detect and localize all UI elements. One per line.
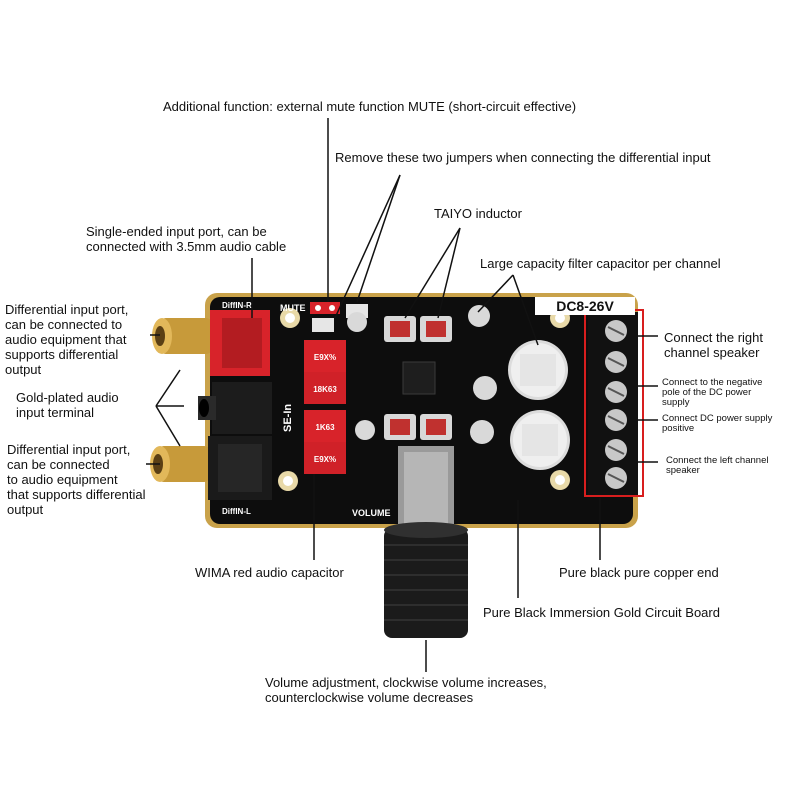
amplifier-chip bbox=[402, 361, 436, 395]
rca-jack-left bbox=[150, 436, 272, 500]
volume-knob bbox=[384, 522, 468, 638]
terminal-block bbox=[588, 312, 638, 496]
small-capacitor bbox=[473, 376, 497, 400]
dc-voltage-label: DC8-26V bbox=[556, 298, 614, 314]
audio-jack-3-5mm bbox=[198, 382, 272, 434]
mute-jumper bbox=[310, 302, 340, 314]
callout-single-ended: Single-ended input port, can be connecte… bbox=[86, 224, 287, 254]
small-capacitor bbox=[468, 305, 490, 327]
callout-taiyo: TAIYO inductor bbox=[434, 206, 522, 221]
diffin-l-label: DiffIN-L bbox=[222, 507, 251, 516]
dc-label-box bbox=[535, 297, 635, 315]
wima-capacitor bbox=[304, 410, 346, 442]
callout-lines bbox=[146, 118, 658, 672]
small-capacitor bbox=[355, 420, 375, 440]
callout-gold-plated: Gold-plated audio input terminal bbox=[16, 390, 119, 420]
wima-capacitor bbox=[304, 372, 346, 404]
cap-label: E9X% bbox=[314, 353, 336, 362]
callout-dc-positive: Connect DC power supply positive bbox=[662, 413, 773, 434]
filter-capacitor bbox=[508, 340, 568, 400]
callout-copper-end: Pure black pure copper end bbox=[559, 565, 719, 580]
jumper bbox=[312, 318, 334, 332]
callout-right-speaker: Connect the right channel speaker bbox=[664, 330, 764, 360]
callout-filter-capacitor: Large capacity filter capacitor per chan… bbox=[480, 256, 721, 271]
taiyo-inductor bbox=[384, 316, 452, 342]
cap-label: 18K63 bbox=[313, 385, 337, 394]
wima-capacitor bbox=[304, 340, 346, 372]
volume-label: VOLUME bbox=[352, 508, 391, 518]
taiyo-inductor bbox=[384, 414, 452, 440]
callout-wima: WIMA red audio capacitor bbox=[195, 565, 344, 580]
callout-mute: Additional function: external mute funct… bbox=[163, 99, 577, 114]
wima-capacitor bbox=[304, 442, 346, 474]
terminal-screw bbox=[605, 320, 627, 489]
rca-jack-right bbox=[152, 310, 270, 376]
callout-diff-input-top: Differential input port, can be connecte… bbox=[5, 302, 129, 377]
se-in-label: SE-In bbox=[282, 404, 294, 432]
filter-capacitor bbox=[510, 410, 570, 470]
mute-label: MUTE bbox=[280, 303, 306, 313]
callout-negative-pole: Connect to the negative pole of the DC p… bbox=[662, 377, 763, 408]
callout-left-speaker: Connect the left channel speaker bbox=[666, 455, 769, 476]
diffin-r-label: DiffIN-R bbox=[222, 301, 252, 310]
callout-circuit-board: Pure Black Immersion Gold Circuit Board bbox=[483, 605, 720, 620]
callout-diff-input-bottom: Differential input port, can be connecte… bbox=[7, 442, 146, 517]
callout-jumpers: Remove these two jumpers when connecting… bbox=[335, 150, 711, 165]
cap-label: 1K63 bbox=[315, 423, 335, 432]
cap-label: E9X% bbox=[314, 455, 336, 464]
small-capacitor bbox=[470, 420, 494, 444]
small-capacitor bbox=[347, 312, 367, 332]
callout-volume-adjustment: Volume adjustment, clockwise volume incr… bbox=[265, 675, 547, 705]
